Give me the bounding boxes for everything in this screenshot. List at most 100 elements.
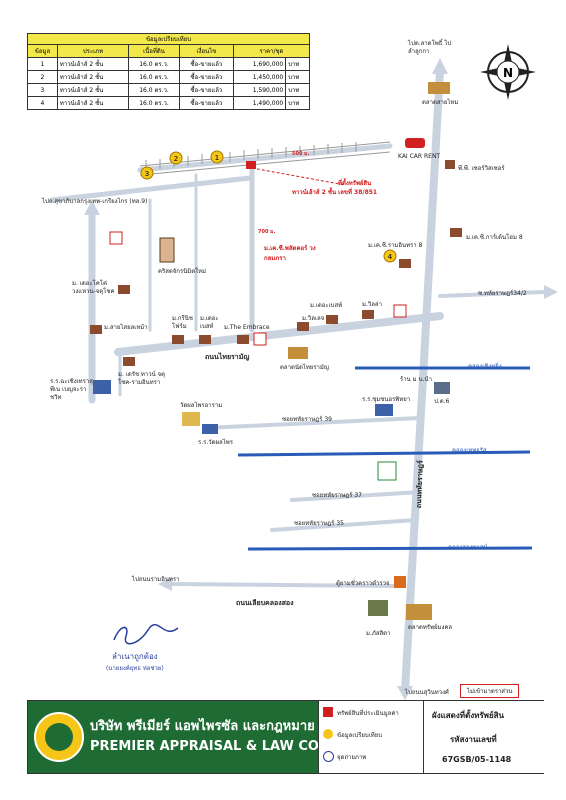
label-to-lamlukka: ไปต.ลาดโพธิ์ ไปลำลูกกา <box>408 40 452 55</box>
label-soi37: ซอยทหัยราษฎร์ 37 <box>312 492 362 499</box>
house-icon <box>362 310 374 319</box>
road-khlongsong <box>168 582 404 588</box>
legend-photo-icon <box>323 751 334 762</box>
compare-marker-2-circle <box>169 151 183 165</box>
label-kai-car-rent: KAI CAR RENT <box>398 153 441 160</box>
company-name-th: บริษัท พรีเมียร์ แอพไพรซัล และกฎหมาย จำก… <box>90 719 351 734</box>
cell-unit: บาท <box>285 96 310 110</box>
seven-eleven-icon <box>393 304 407 318</box>
house-icon <box>450 228 462 237</box>
school-icon <box>202 424 218 434</box>
label-police-box: ตู้ยามชั่วคราวตำรวจ <box>336 580 390 587</box>
label-soi34-2: ซ.ทหัยราษฎร์34/2 <box>478 290 527 297</box>
label-subject-line2: ทาวน์เฮ้าส์ 2 ชั้น เลขที่ 38/851 <box>292 189 378 196</box>
house-icon <box>326 315 338 324</box>
house-icon <box>297 322 309 331</box>
police-box-icon <box>394 576 406 588</box>
legend: ทรัพย์สินที่ประเมินมูลค่า ข้อมูลเปรียบเท… <box>318 701 424 773</box>
label-moo-greenspace: ม.เดอะ เบสท์ <box>200 315 219 330</box>
school-icon <box>93 380 111 394</box>
seven-eleven-icon <box>377 461 397 481</box>
market-icon <box>406 604 432 620</box>
subject-pointer <box>251 167 346 186</box>
legend-photo: จุดถ่ายภาพ <box>337 754 367 761</box>
subject-marker <box>246 161 256 169</box>
police-icon <box>434 382 450 394</box>
footer: บริษัท พรีเมียร์ แอพไพรซัล และกฎหมาย จำก… <box>27 700 544 774</box>
label-rr-sukcha: ร.ร.ชุมชนอรพิทยา <box>362 396 411 403</box>
road-north <box>137 143 393 173</box>
compare-marker-1-circle <box>210 150 224 164</box>
house-icon <box>172 335 184 344</box>
label-church: คริสตจักรนิมิตใหม่ <box>158 268 206 275</box>
temple-icon <box>182 412 200 426</box>
label-moo-tilmar: ม.วิลเลจ <box>302 315 325 322</box>
signature-certified: ลำเนาถูกต้อง <box>112 652 158 661</box>
label-moo-kc-ramintra8: ม.เค.ซี.รามอินทรา 8 <box>368 242 423 249</box>
label-to-ramintra: ไปถนนรามอินทรา <box>132 576 180 583</box>
label-dist-700: 700 ม. <box>258 229 276 235</box>
company-logo-icon <box>34 712 84 762</box>
legend-compare-swatch <box>323 729 333 739</box>
label-market-right: ตลาดทรัพย์มงคล <box>408 624 453 631</box>
code-label: รหัสงานเลขที่ <box>450 735 497 744</box>
title-block: ผังแสดงที่ตั้งทรัพย์สิน รหัสงานเลขที่ 67… <box>423 701 544 773</box>
khlong-2 <box>237 450 531 457</box>
label-moo-embrace: ม.The Embrace <box>224 324 270 331</box>
label-school: ร.ร.วัดผลไพร <box>198 439 233 446</box>
house-icon <box>237 335 249 344</box>
label-soi39: ซอยทหัยราษฎร์ 39 <box>282 416 332 423</box>
car-icon <box>405 138 425 148</box>
label-moo-dekbest: ม.เดอะเบสท์ <box>310 302 343 309</box>
label-khlong-1: คลองเชิงหยิ่ง <box>468 363 502 370</box>
cell-unit: บาท <box>285 57 310 71</box>
label-temple2: ม.ภัสสิดา <box>366 630 391 637</box>
compare-marker-4-circle <box>383 249 397 263</box>
khlong-3 <box>247 546 533 551</box>
arrow-north <box>432 58 448 74</box>
label-subject-line1: ที่ตั้งทรัพย์สิน <box>338 180 372 187</box>
label-to-cheng: ไปถ.สุขาภิบาลกรุงเทพ-เกรียงไกร (ทล.9) <box>42 198 148 205</box>
arrow-east <box>544 285 558 299</box>
label-no-scale: ไม่เข้ามาตราส่วน <box>460 684 520 698</box>
market-icon <box>288 347 308 359</box>
seven-eleven-icon <box>253 332 267 346</box>
school-icon <box>375 404 393 416</box>
legend-subject-swatch <box>323 707 333 717</box>
house-icon <box>199 335 211 344</box>
house-icon <box>445 160 455 169</box>
road-soi34 <box>438 290 547 298</box>
church-icon <box>159 237 175 263</box>
village-icon <box>368 600 388 616</box>
road-soi39 <box>203 416 422 430</box>
house-icon <box>90 325 102 334</box>
arrow-ramintra <box>158 577 172 591</box>
label-pp-center: พี.พี. เซอร์วิสเซอร์ <box>458 165 505 172</box>
label-temple: วัดผลไพรอาราม <box>180 402 223 409</box>
cell-type: ทาวน์เฮ้าส์ 2 ชั้น <box>56 96 130 110</box>
road-soi35 <box>270 518 418 532</box>
label-road-thairam: ถนนไทยรามัญ <box>205 353 250 361</box>
label-moo-swd: ม.เค.ซี.พลัดคอร์ วงกลมภรา <box>264 245 316 262</box>
road-highway <box>401 66 444 694</box>
road-thairam <box>114 312 444 356</box>
arrow-west <box>84 200 100 215</box>
label-soi35: ซอยทหัยราษฎร์ 35 <box>294 520 344 527</box>
road-left-top <box>49 175 253 203</box>
label-khlong-3: คลองสองพาสน์ <box>448 544 488 551</box>
house-icon <box>118 285 130 294</box>
label-market-thairam: ตลาดนัดไทยรามัญ <box>280 364 329 371</box>
compare-marker-3: 3 <box>145 170 149 178</box>
arrow-south <box>397 686 413 700</box>
map-title: ผังแสดงที่ตั้งทรัพย์สิน <box>432 711 504 720</box>
compare-marker-1: 1 <box>215 154 219 162</box>
compare-marker-2: 2 <box>174 155 178 163</box>
label-khlongsong-road: ถนนเลียบคลองสอง <box>236 599 294 607</box>
compare-marker-3-circle <box>140 166 154 180</box>
company-name-en: PREMIER APPRAISAL & LAW CO.,LTD. <box>90 739 360 754</box>
